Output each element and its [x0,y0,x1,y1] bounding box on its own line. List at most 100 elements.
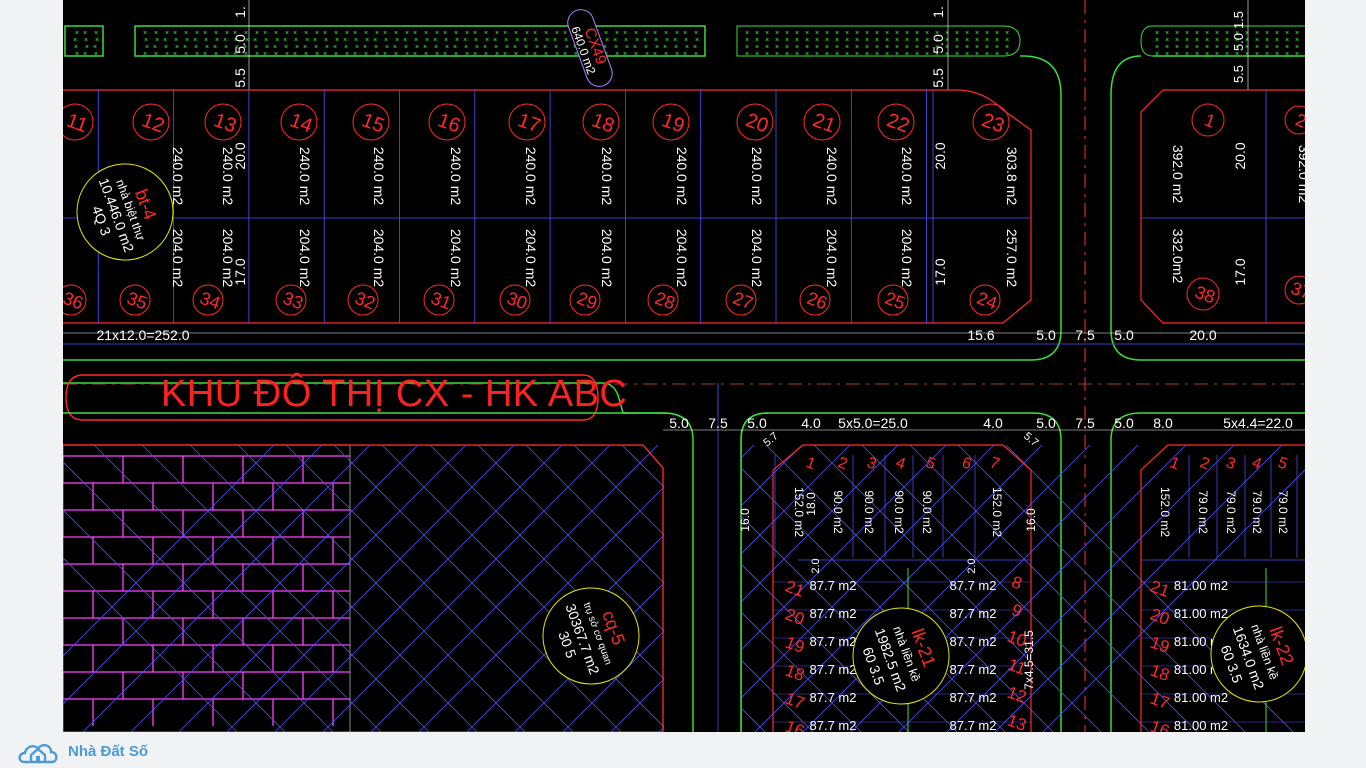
tree-symbol: × [1165,51,1169,58]
lot-area-label: 87.7 m2 [950,634,997,649]
herringbone-line [610,444,899,732]
tree-symbol: × [1005,30,1009,37]
tree-symbol: × [815,44,819,51]
tree-symbol: × [315,30,319,37]
lot-number-bottom-circle [969,284,1001,316]
tree-symbol: × [765,37,769,44]
tree-symbol: × [765,30,769,37]
tree-symbol: × [945,30,949,37]
lot-area-label: 87.7 m2 [950,578,997,593]
cad-drawing-viewport[interactable]: ××××××××××××××××××××××××××××××××××××××××… [63,0,1305,732]
lot-area-label: 204.0 m2 [448,229,464,288]
herringbone-line [285,444,574,732]
tree-symbol: × [445,44,449,51]
lot-area-label: 152.0 m2 [1158,487,1172,537]
tree-symbol: × [745,44,749,51]
tree-symbol: × [535,44,539,51]
tree-symbol: × [503,51,507,58]
tree-symbol: × [213,44,217,51]
tree-symbol: × [765,51,769,58]
lot-number-bottom-circle [877,284,909,316]
tree-symbol: × [975,44,979,51]
tree-symbol: × [985,37,989,44]
tree-symbol: × [275,37,279,44]
tree-symbol: × [1265,44,1269,51]
lot-number-top-circle [428,103,466,141]
tree-symbol: × [463,37,467,44]
tree-symbol: × [365,37,369,44]
tree-symbol: × [755,37,759,44]
tree-symbol: × [494,44,498,51]
lot-number-top: 1 [803,454,817,473]
tree-symbol: × [925,37,929,44]
lot-area-label: 90.0 m2 [920,490,934,534]
herringbone-line [861,444,1150,732]
tree-symbol: × [935,30,939,37]
depth-dimension: 17.0 [232,258,248,285]
tree-symbol: × [875,44,879,51]
tree-symbol: × [925,51,929,58]
lot-area-label: 240.0 m2 [448,147,464,206]
tree-symbol: × [283,37,287,44]
herringbone-line [274,444,563,732]
tree-symbol: × [835,51,839,58]
lot-area-label: 204.0 m2 [899,229,915,288]
tree-symbol: × [755,51,759,58]
tree-symbol: × [223,37,227,44]
herringbone-line [946,444,1235,732]
tree-symbol: × [1235,44,1239,51]
tree-symbol: × [204,37,208,44]
tree-symbol: × [334,51,338,58]
tree-symbol: × [745,30,749,37]
mask [664,420,741,732]
top-dimension: 5.0 [930,34,946,54]
road-dimension: 5.0 [1036,327,1056,343]
tree-symbol: × [815,51,819,58]
depth-dimension: 16.0 [1024,508,1038,532]
tree-symbol: × [855,37,859,44]
tree-symbol: × [635,37,639,44]
tree-symbol: × [304,51,308,58]
lot-number-left: 20 [783,605,807,629]
tree-symbol: × [373,37,377,44]
tree-symbol: × [1185,44,1189,51]
tree-symbol: × [1265,37,1269,44]
lot-number-top: 18 [589,109,617,137]
tree-symbol: × [573,44,577,51]
tree-symbol: × [845,30,849,37]
tree-symbol: × [1215,44,1219,51]
tree-symbol: × [303,44,307,51]
top-dimension: 5.0 [669,415,689,431]
lot-area-label: 90.0 m2 [831,490,845,534]
tree-symbol: × [835,44,839,51]
tree-symbol: × [644,44,648,51]
tree-symbol: × [995,30,999,37]
tree-symbol: × [384,37,388,44]
tree-symbol: × [775,44,779,51]
depth-dimension: 18.0 [804,492,818,516]
tree-symbol: × [165,51,169,58]
tree-symbol: × [1205,30,1209,37]
plan-title: KHU ĐÔ THỊ CX - HK ABC [161,373,628,415]
tree-symbol: × [555,51,559,58]
tree-symbol: × [225,51,229,58]
lot-number-top-circle [508,103,546,141]
tree-symbol: × [664,51,668,58]
tree-symbol: × [163,37,167,44]
tree-symbol: × [885,51,889,58]
herringbone-line [1042,469,1305,732]
tree-symbol: × [514,30,518,37]
tree-symbol: × [1295,44,1299,51]
top-dimension: 5x5.0=25.0 [838,415,908,431]
tree-symbol: × [74,44,78,51]
green-strip-right [1140,25,1305,57]
tree-symbol: × [1295,37,1299,44]
lot-number-bottom-circle [1284,275,1305,305]
lot-number-top: 1 [1167,454,1181,473]
tree-symbol: × [574,51,578,58]
tree-symbol: × [214,30,218,37]
lot-area-label: 87.7 m2 [950,690,997,705]
tree-symbol: × [235,44,239,51]
tree-symbol: × [805,51,809,58]
tree-symbol: × [885,30,889,37]
